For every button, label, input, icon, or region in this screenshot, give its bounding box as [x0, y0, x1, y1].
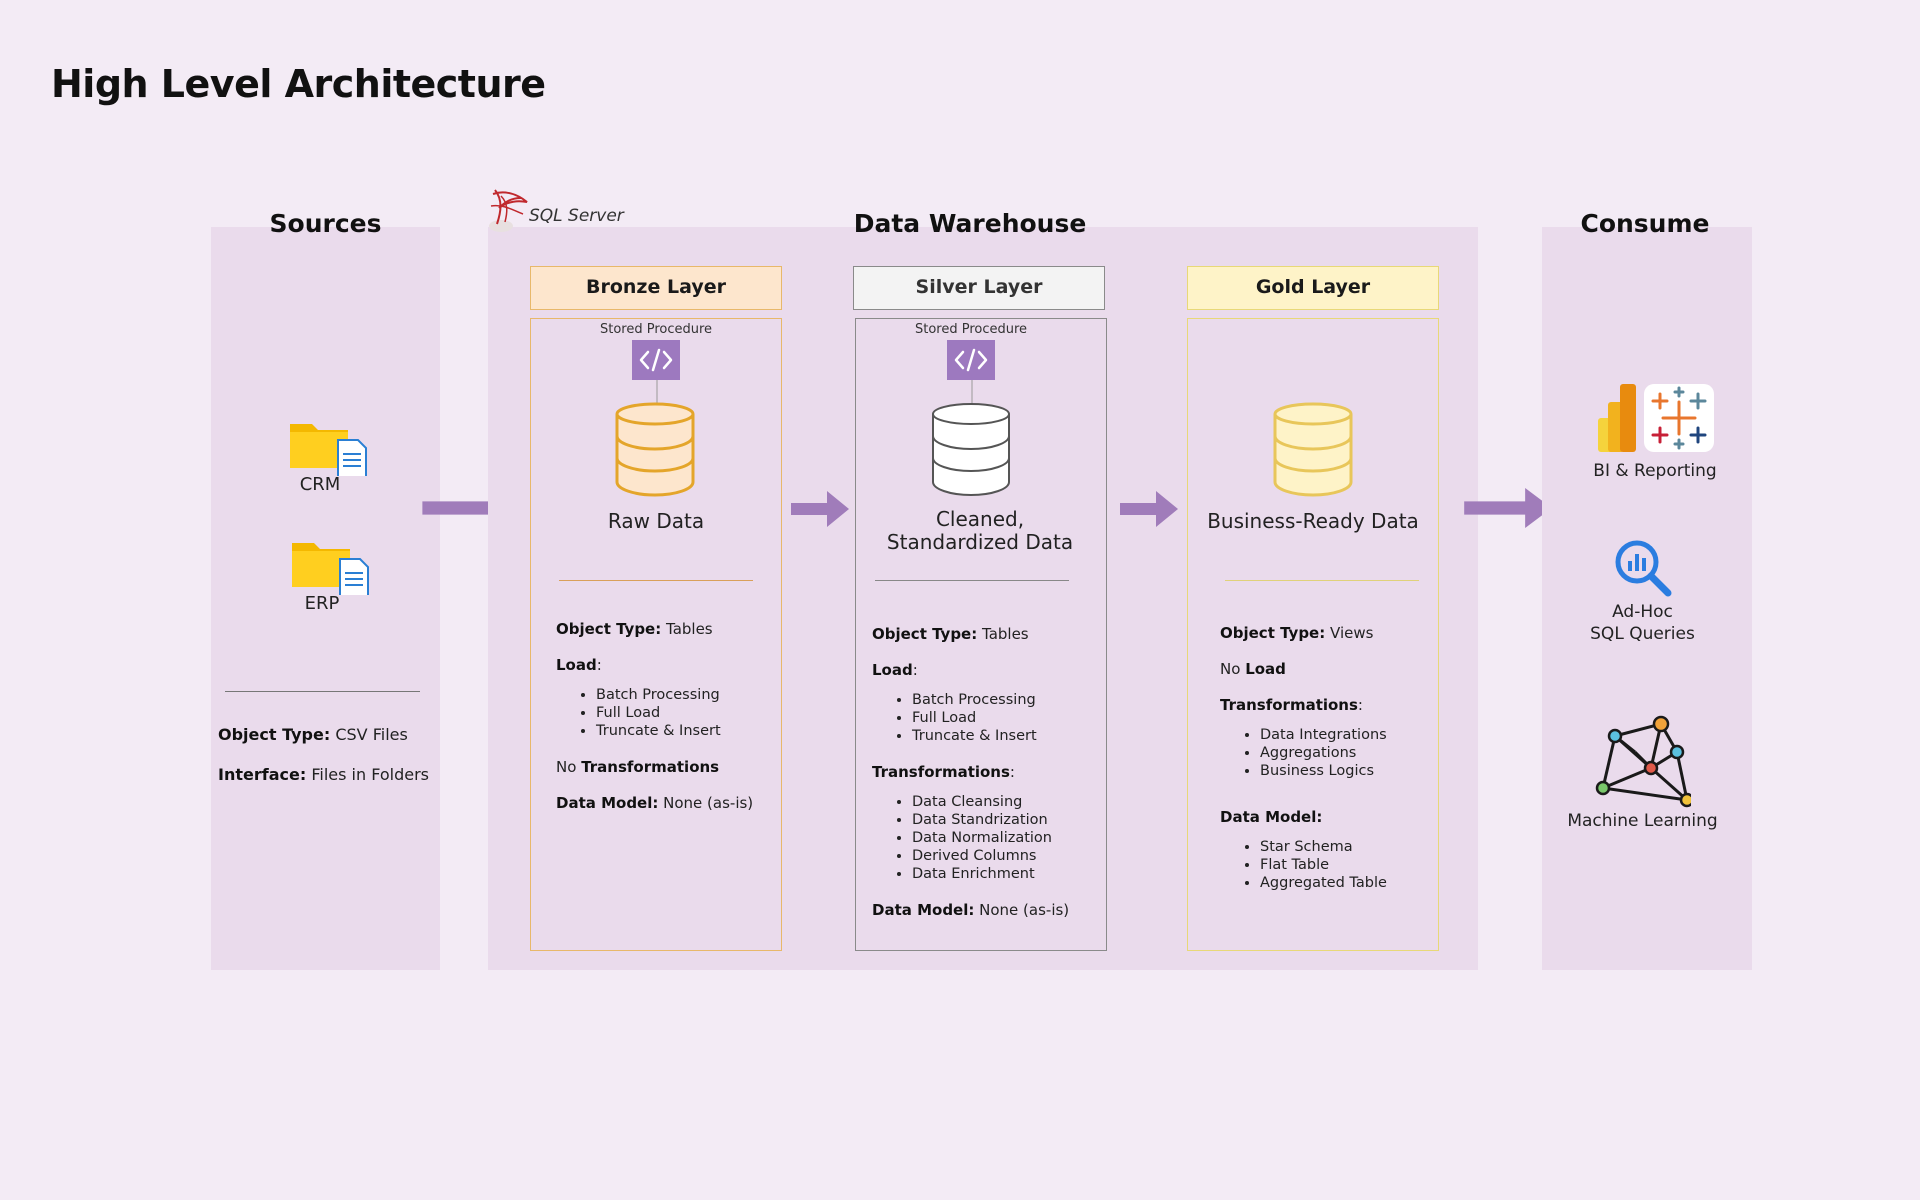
silver-transform-label: Transformations	[872, 763, 1010, 781]
silver-stored-procedure-label: Stored Procedure	[914, 322, 1028, 337]
flow-arrow-warehouse-to-consume	[1464, 488, 1552, 528]
silver-data-model-value: None (as-is)	[979, 901, 1070, 919]
silver-load-label: Load	[872, 661, 913, 679]
silver-stored-procedure-code-icon	[947, 340, 995, 380]
list-item: Batch Processing	[912, 691, 1097, 709]
gold-divider	[1225, 580, 1419, 581]
bronze-load-list: Batch Processing Full Load Truncate & In…	[556, 686, 776, 740]
bronze-data-model-label: Data Model:	[556, 794, 659, 812]
gold-load-prefix: No	[1220, 660, 1241, 678]
bronze-divider	[559, 580, 753, 581]
bronze-layer-box	[530, 318, 782, 951]
machine-learning-network-icon	[1595, 715, 1691, 808]
list-item: Business Logics	[1260, 762, 1435, 780]
sources-divider	[225, 691, 420, 692]
list-item: Data Cleansing	[912, 793, 1097, 811]
ad-hoc-label-line1: Ad-Hoc	[1612, 602, 1673, 622]
gold-layer-box	[1187, 318, 1439, 951]
bronze-transform-prefix: No	[556, 758, 577, 776]
list-item: Aggregated Table	[1260, 874, 1435, 892]
consume-panel	[1542, 227, 1752, 970]
silver-database-icon	[932, 403, 1010, 497]
folder-document-icon	[290, 424, 367, 476]
silver-divider	[875, 580, 1069, 581]
bronze-load-label: Load	[556, 656, 597, 674]
bi-reporting-item: BI & Reporting	[1560, 380, 1740, 482]
gold-transform-list: Data Integrations Aggregations Business …	[1220, 726, 1435, 780]
object-type-label: Object Type:	[218, 725, 331, 744]
list-item: Data Standrization	[912, 811, 1097, 829]
ad-hoc-label-line2: SQL Queries	[1590, 624, 1695, 644]
list-item: Data Integrations	[1260, 726, 1435, 744]
sql-server-badge: SQL Server	[487, 184, 647, 234]
bronze-properties: Object Type: Tables Load: Batch Processi…	[556, 620, 776, 830]
silver-object-type-value: Tables	[982, 625, 1029, 643]
silver-properties: Object Type: Tables Load: Batch Processi…	[872, 625, 1097, 937]
bi-reporting-label: BI & Reporting	[1593, 461, 1717, 481]
sql-server-icon	[489, 189, 528, 232]
gold-properties: Object Type: Views No Load Transformatio…	[1220, 624, 1435, 910]
page-title: High Level Architecture	[51, 62, 546, 106]
erp-label: ERP	[304, 593, 340, 614]
silver-data-model-label: Data Model:	[872, 901, 975, 919]
list-item: Aggregations	[1260, 744, 1435, 762]
gold-object-type-value: Views	[1330, 624, 1374, 642]
list-item: Truncate & Insert	[596, 722, 776, 740]
sources-title: Sources	[269, 209, 382, 238]
bronze-database-icon	[615, 402, 695, 497]
gold-caption: Business-Ready Data	[1207, 509, 1419, 533]
bronze-caption: Raw Data	[607, 509, 705, 533]
gold-layer-header: Gold Layer	[1187, 266, 1439, 310]
list-item: Full Load	[596, 704, 776, 722]
interface-value: Files in Folders	[311, 765, 429, 784]
sql-query-search-icon	[1615, 540, 1671, 597]
list-item: Star Schema	[1260, 838, 1435, 856]
list-item: Batch Processing	[596, 686, 776, 704]
flow-arrow-silver-to-gold	[1120, 491, 1178, 527]
silver-layer-header: Silver Layer	[853, 266, 1105, 310]
bronze-object-type-value: Tables	[666, 620, 713, 638]
machine-learning-label: Machine Learning	[1567, 811, 1718, 831]
interface-label: Interface:	[218, 765, 307, 784]
gold-transform-label: Transformations	[1220, 696, 1358, 714]
silver-caption: Cleaned, Standardized Data	[886, 507, 1074, 554]
list-item: Flat Table	[1260, 856, 1435, 874]
erp-source: ERP	[282, 537, 382, 614]
silver-load-list: Batch Processing Full Load Truncate & In…	[872, 691, 1097, 745]
crm-label: CRM	[299, 474, 341, 495]
bronze-stored-procedure-code-icon	[632, 340, 680, 380]
sql-server-label: SQL Server	[529, 206, 624, 226]
gold-database-icon	[1273, 402, 1353, 497]
list-item: Truncate & Insert	[912, 727, 1097, 745]
sources-properties: Object Type: CSV Files Interface: Files …	[218, 726, 433, 802]
bronze-data-model-value: None (as-is)	[663, 794, 754, 812]
machine-learning-item: Machine Learning	[1550, 714, 1735, 832]
gold-load-label: Load	[1245, 660, 1286, 678]
list-item: Derived Columns	[912, 847, 1097, 865]
warehouse-title: Data Warehouse	[853, 209, 1087, 238]
ad-hoc-sql-label: Ad-Hoc SQL Queries	[1550, 601, 1735, 645]
sources-panel	[211, 227, 440, 970]
list-item: Data Normalization	[912, 829, 1097, 847]
flow-arrow-bronze-to-silver	[791, 491, 849, 527]
crm-source: CRM	[280, 418, 380, 495]
silver-transform-list: Data Cleansing Data Standrization Data N…	[872, 793, 1097, 883]
silver-layer-box	[855, 318, 1107, 951]
gold-data-model-label: Data Model:	[1220, 808, 1323, 826]
ad-hoc-sql-item: Ad-Hoc SQL Queries	[1550, 537, 1735, 645]
bi-reporting-icon	[1598, 384, 1714, 452]
bronze-transform-label: Transformations	[581, 758, 720, 776]
bronze-object-type-label: Object Type:	[556, 620, 662, 638]
object-type-value: CSV Files	[335, 725, 408, 744]
gold-object-type-label: Object Type:	[1220, 624, 1326, 642]
bronze-layer-header: Bronze Layer	[530, 266, 782, 310]
gold-data-model-list: Star Schema Flat Table Aggregated Table	[1220, 838, 1435, 892]
folder-document-icon	[292, 543, 369, 595]
list-item: Data Enrichment	[912, 865, 1097, 883]
consume-title: Consume	[1580, 209, 1710, 238]
list-item: Full Load	[912, 709, 1097, 727]
bronze-stored-procedure-label: Stored Procedure	[599, 322, 713, 337]
silver-object-type-label: Object Type:	[872, 625, 978, 643]
